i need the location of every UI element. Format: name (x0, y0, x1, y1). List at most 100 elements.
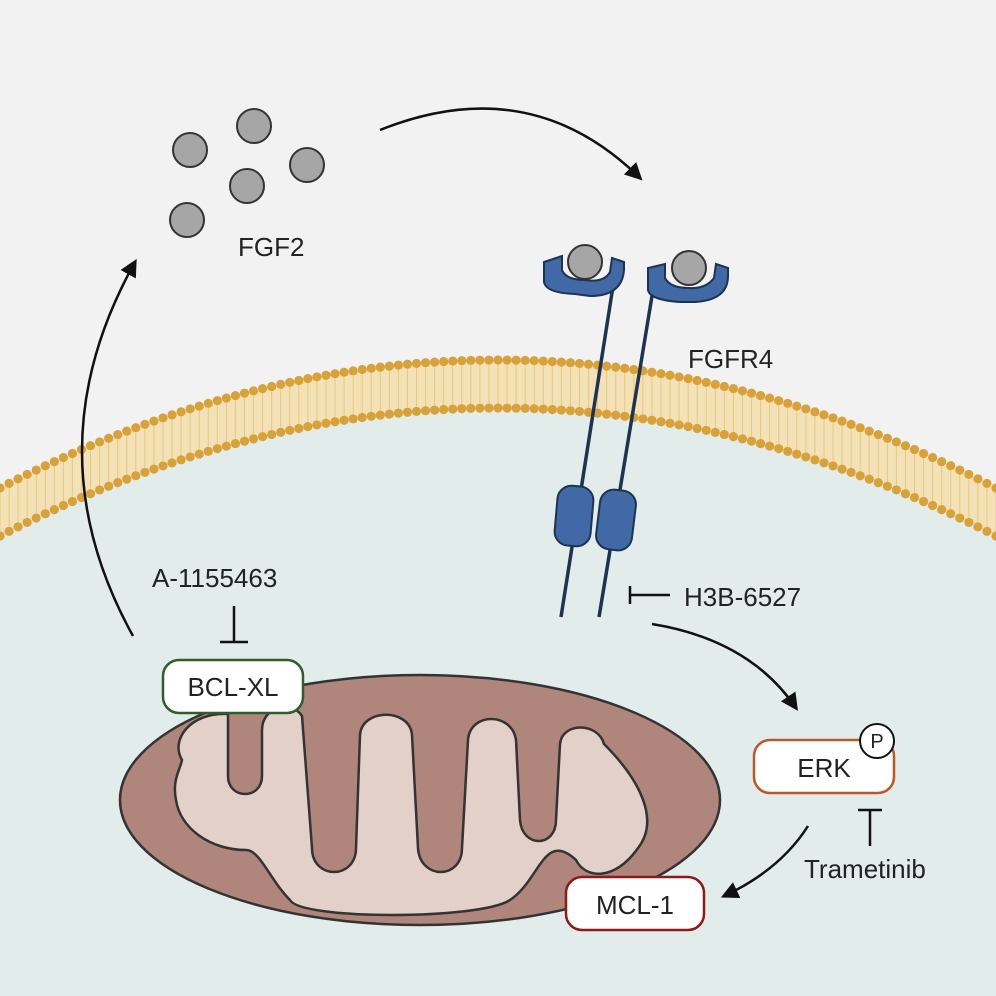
lipid-head (212, 396, 222, 406)
lipid-head (647, 367, 657, 377)
lipid-head (891, 437, 902, 447)
lipid-head (95, 437, 105, 447)
lipid-head (457, 404, 467, 414)
lipid-head (239, 436, 250, 446)
lipid-head (819, 458, 829, 468)
phospho-badge (859, 723, 895, 759)
lipid-head (982, 478, 992, 488)
lipid-head (620, 411, 630, 421)
fgfr4-binding-domain-right (647, 262, 729, 303)
lipid-head (846, 419, 856, 429)
lipid-head (393, 360, 403, 370)
lipid-head (484, 403, 494, 413)
mitochondrion-cristae (173, 705, 649, 917)
lipid-head (574, 358, 585, 369)
lipid-head (113, 478, 123, 488)
lipid-head (864, 426, 874, 436)
lipid-head (547, 356, 557, 367)
lipid-head (955, 513, 965, 523)
lipid-head (665, 418, 675, 428)
trametinib-inhibition (858, 808, 882, 846)
lipid-head (312, 372, 322, 382)
lipid-head (411, 358, 422, 369)
lipid-head (230, 438, 241, 449)
lipid-head (502, 355, 512, 365)
lipid-head (448, 404, 458, 414)
lipid-head (991, 531, 996, 541)
lipid-head (393, 408, 403, 418)
lipid-head (692, 375, 702, 386)
a-1155463-inhibition (220, 606, 248, 644)
fgf2-particle (236, 108, 272, 144)
lipid-head (158, 413, 168, 423)
lipid-head (565, 358, 576, 368)
lipid-head (294, 423, 304, 434)
ligand-to-receptor-arrow (379, 107, 643, 181)
lipid-head (683, 422, 693, 432)
lipid-head (448, 356, 458, 366)
lipid-head (22, 517, 32, 528)
lipid-head (104, 433, 114, 443)
lipid-head (828, 413, 838, 423)
lipid-head (828, 461, 838, 471)
lipid-head (149, 464, 159, 474)
lipid-head (122, 426, 132, 436)
lipid-head (801, 452, 811, 462)
lipid-head (602, 409, 612, 419)
lipid-head (946, 461, 956, 471)
lipid-head (810, 407, 820, 417)
lipid-head (774, 396, 784, 406)
lipid-head (964, 469, 974, 480)
lipid-head (855, 471, 865, 481)
lipid-head (58, 452, 68, 463)
lipid-head (774, 444, 784, 454)
lipid-head (384, 361, 394, 371)
lipid-head (746, 388, 757, 398)
fgfr4-label: FGFR4 (688, 344, 773, 374)
lipid-head (982, 526, 992, 536)
lipid-head (402, 407, 413, 417)
lipid-head (185, 452, 195, 462)
membrane-outer-heads (0, 355, 996, 493)
lipid-head (728, 432, 739, 442)
lipid-head (593, 408, 603, 418)
lipid-head (602, 361, 612, 371)
lipid-head (430, 357, 440, 367)
lipid-head (85, 441, 96, 451)
lipid-head (375, 362, 385, 372)
lipid-head (185, 404, 195, 414)
lipid-head (746, 436, 757, 446)
membrane-tail-lines (0, 365, 996, 531)
lipid-head (0, 531, 5, 541)
lipid-head (937, 456, 947, 467)
lipid-head (792, 449, 802, 459)
lipid-head (176, 407, 186, 417)
lipid-head (330, 417, 340, 427)
lipid-head (710, 427, 720, 437)
lipid-head (928, 452, 938, 463)
lipid-head (113, 430, 123, 440)
lipid-head (149, 416, 159, 426)
mcl-1-label: MCL-1 (596, 890, 674, 920)
lipid-head (294, 375, 304, 386)
lipid-head (574, 406, 585, 417)
lipid-head (466, 403, 476, 413)
lipid-head (583, 407, 594, 417)
lipid-head (176, 455, 186, 465)
lipid-head (167, 410, 177, 420)
lipid-head (321, 370, 331, 380)
lipid-head (22, 469, 32, 480)
lipid-head (783, 446, 793, 456)
lipid-head (710, 379, 720, 389)
lipid-head (674, 372, 684, 382)
lipid-head (212, 444, 222, 454)
fgfr4-chain-left (559, 279, 616, 618)
fgf2-particle (289, 147, 325, 183)
lipid-head (375, 410, 385, 420)
fgfr4-kinase-right (595, 488, 637, 552)
lipid-head (158, 461, 168, 471)
lipid-head (339, 415, 349, 425)
h3b-6527-inhibition (628, 586, 670, 604)
lipid-head (131, 471, 141, 481)
lipid-head (140, 419, 150, 429)
